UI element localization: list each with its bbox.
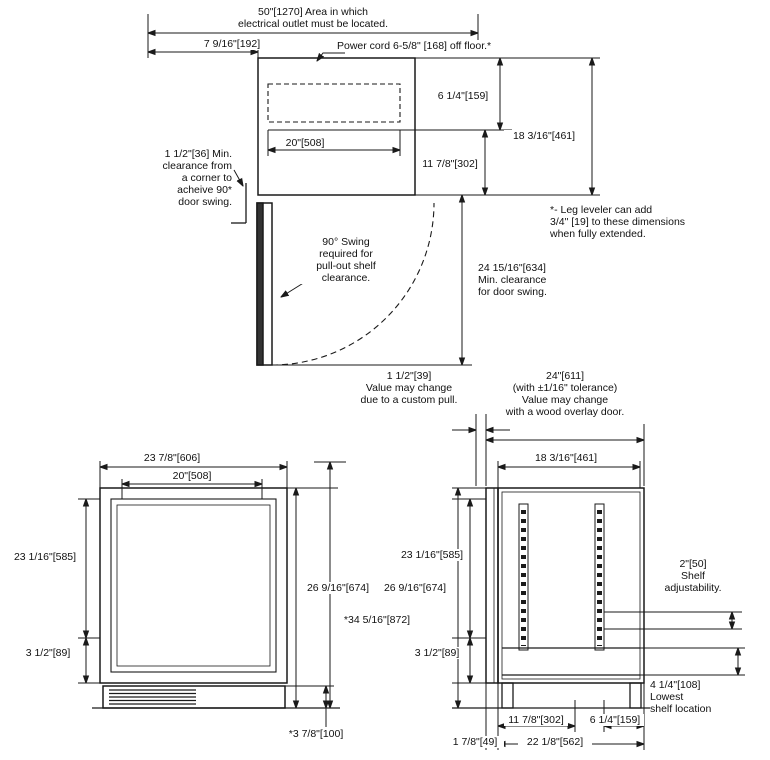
dim-plan-inner-width: 20"[508] — [276, 137, 334, 149]
dim-shelf-adjustability: 2"[50] Shelf adjustability. — [656, 558, 730, 594]
plan-door-swing-arc — [271, 202, 435, 366]
plan-dimension-lines — [147, 14, 600, 366]
dim-lowest-shelf: 4 1/4"[108] Lowest shelf location — [650, 679, 730, 715]
dim-side-door-height: 23 1/16"[585] — [396, 549, 468, 561]
dim-side-depth-back: 6 1/4"[159] — [586, 714, 644, 726]
dim-plan-total-depth: 18 3/16"[461] — [504, 130, 584, 142]
note-overlay-door: 24"[611] (with ±1/16" tolerance) Value m… — [490, 370, 640, 418]
dim-front-width-total: 23 7/8"[606] — [132, 452, 212, 464]
plan-outlet-zone — [267, 83, 401, 131]
dim-front-kick-height: 3 1/2"[89] — [18, 647, 78, 659]
note-door-swing: 90° Swing required for pull-out shelf cl… — [300, 236, 392, 284]
dim-plan-door-clearance: 24 15/16"[634] Min. clearance for door s… — [478, 262, 584, 298]
front-view-outline — [92, 487, 340, 709]
front-door-inner-panel — [116, 504, 271, 667]
note-leg-leveler: *- Leg leveler can add 3/4" [19] to thes… — [550, 204, 728, 240]
plan-door-face — [256, 202, 264, 366]
front-door-panel — [110, 498, 277, 673]
side-door — [485, 487, 499, 684]
plan-cabinet-outline — [257, 57, 416, 196]
side-shelf-standard-back — [594, 503, 605, 651]
dim-side-top-depth: 18 3/16"[461] — [524, 452, 608, 464]
front-dimension-lines — [78, 461, 346, 727]
dim-front-grille-height: *3 7/8"[100] — [283, 728, 349, 740]
plan-wall-corner — [231, 183, 247, 224]
dim-side-kick-height: 3 1/2"[89] — [408, 647, 466, 659]
plan-view-outline — [256, 57, 416, 366]
dim-front-width-inner: 20"[508] — [160, 470, 224, 482]
dim-plan-offset-left: 7 9/16"[192] — [196, 38, 268, 50]
side-back-leg — [629, 682, 642, 709]
side-front-leg — [501, 682, 514, 709]
dim-plan-outlet-area: 50"[1270] Area in which electrical outle… — [193, 6, 433, 30]
dim-front-door-height: 23 1/16"[585] — [8, 551, 82, 563]
plan-outlet-area-box — [267, 83, 401, 123]
side-view-outline — [452, 487, 658, 709]
note-corner-clearance: 1 1/2"[36] Min. clearance from a corner … — [118, 148, 232, 208]
dim-side-body-depth: 22 1/8"[562] — [518, 736, 592, 748]
dim-plan-front-depth: 11 7/8"[302] — [416, 158, 484, 170]
dim-plan-cord-depth: 6 1/4"[159] — [432, 90, 494, 102]
side-cabinet-outline — [497, 487, 645, 684]
front-cabinet-outline — [99, 487, 288, 684]
dim-front-counter-height: *34 5/16"[872] — [334, 614, 420, 626]
dim-side-depth-front: 11 7/8"[302] — [504, 714, 568, 726]
note-power-cord: Power cord 6-5/8" [168] off floor.* — [337, 40, 533, 52]
middle-dimension-lines — [452, 414, 645, 486]
front-grille-slats — [109, 689, 196, 705]
power-cord-leader — [317, 52, 345, 61]
note-custom-pull: 1 1/2"[39] Value may change due to a cus… — [350, 370, 468, 406]
side-shelf-standard-front — [518, 503, 529, 651]
dim-front-unit-height: 26 9/16"[674] — [300, 582, 376, 594]
dim-side-unit-height: 26 9/16"[674] — [378, 582, 452, 594]
side-cabinet-liner — [501, 491, 641, 680]
dim-side-door-thickness: 1 7/8"[49] — [446, 736, 504, 748]
